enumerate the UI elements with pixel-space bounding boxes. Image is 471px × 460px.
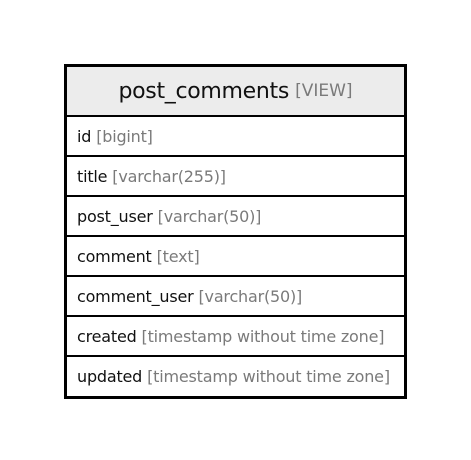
entity-kind-badge: [VIEW] xyxy=(295,81,353,101)
field-row-id: id [bigint] xyxy=(67,117,404,157)
field-type: [bigint] xyxy=(96,126,153,146)
field-type: [text] xyxy=(156,246,200,266)
entity-name: post_comments xyxy=(118,78,290,104)
field-name: post_user xyxy=(77,206,153,226)
field-name: title xyxy=(77,166,108,186)
field-row-updated: updated [timestamp without time zone] xyxy=(67,357,404,396)
field-row-comment-user: comment_user [varchar(50)] xyxy=(67,277,404,317)
field-row-title: title [varchar(255)] xyxy=(67,157,404,197)
entity-table-post-comments: post_comments [VIEW] id [bigint] title [… xyxy=(64,64,407,399)
field-name: created xyxy=(77,326,137,346)
field-name: id xyxy=(77,126,92,146)
field-type: [varchar(50)] xyxy=(198,286,303,306)
field-row-created: created [timestamp without time zone] xyxy=(67,317,404,357)
entity-header: post_comments [VIEW] xyxy=(67,67,404,117)
field-type: [varchar(50)] xyxy=(157,206,262,226)
field-type: [timestamp without time zone] xyxy=(147,367,390,386)
field-name: comment_user xyxy=(77,286,194,306)
field-row-post-user: post_user [varchar(50)] xyxy=(67,197,404,237)
field-name: comment xyxy=(77,246,152,266)
field-name: updated xyxy=(77,367,143,386)
field-type: [varchar(255)] xyxy=(112,166,226,186)
field-row-comment: comment [text] xyxy=(67,237,404,277)
field-type: [timestamp without time zone] xyxy=(141,326,385,346)
